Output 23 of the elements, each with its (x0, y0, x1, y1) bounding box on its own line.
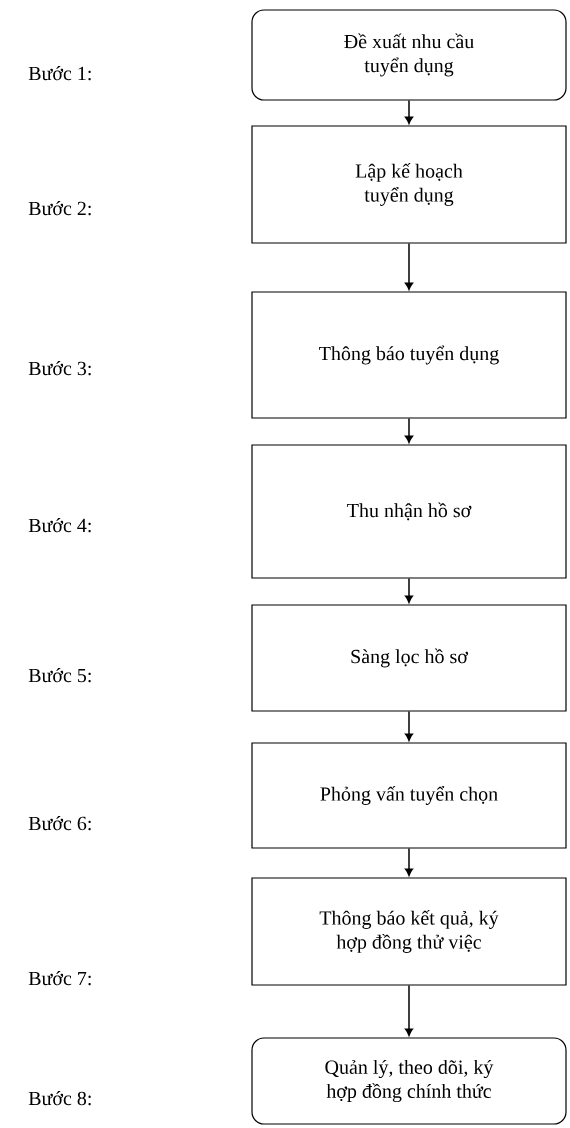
process-box: Sàng lọc hồ sơ (251, 604, 567, 712)
rounded-box: Đề xuất nhu cầu tuyển dụng (251, 9, 567, 101)
step-label: Bước 5: (28, 668, 91, 683)
step-label: Bước 4: (28, 518, 91, 533)
step-label: Bước 8: (28, 1091, 91, 1106)
arrow (404, 99, 414, 124)
step-label: Bước 6: (28, 816, 91, 831)
process-box: Lập kế hoạch tuyển dụng (251, 125, 567, 244)
process-box: Thông báo kết quả, ký hợp đồng thử việc (251, 877, 567, 986)
arrow (404, 710, 414, 741)
process-box: Thu nhận hồ sơ (251, 444, 567, 579)
process-box: Thông báo tuyển dụng (251, 291, 567, 419)
step-label: Bước 3: (28, 361, 91, 376)
arrow (404, 984, 414, 1036)
rounded-box: Quản lý, theo dõi, ký hợp đồng chính thức (251, 1037, 567, 1125)
arrow (404, 242, 414, 290)
arrow (404, 847, 414, 876)
arrow (404, 577, 414, 603)
step-label: Bước 1: (28, 66, 91, 81)
step-label: Bước 2: (28, 201, 91, 216)
step-label: Bước 7: (28, 971, 91, 986)
process-box: Phỏng vấn tuyển chọn (251, 742, 567, 849)
arrow (404, 417, 414, 443)
